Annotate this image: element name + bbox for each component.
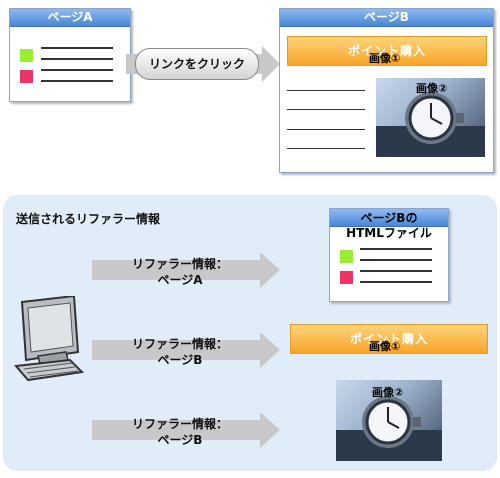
text-line [287, 90, 365, 91]
page-a-title: ページA [10, 9, 130, 27]
text-line [287, 109, 365, 110]
arrow-3-line-1: リファラー情報： [131, 417, 228, 431]
arrow-2-line-1: リファラー情報： [131, 337, 228, 351]
referrer-arrow-3 [92, 412, 280, 448]
page-a-window: ページA [9, 8, 131, 102]
text-line [360, 270, 432, 272]
watch-photo-2 [336, 380, 442, 461]
referrer-arrow-3-label: リファラー情報： ページB [110, 416, 250, 448]
text-line [41, 58, 113, 60]
text-line [360, 281, 432, 283]
html-file-title-1: ページBの [360, 211, 418, 225]
arrow-1-line-2: ページA [157, 273, 203, 287]
image-1-label-2: 画像① [369, 340, 401, 353]
banner-text: ポイント購入 [347, 44, 426, 58]
text-line [287, 129, 365, 130]
text-line [360, 259, 432, 261]
banner-text-2: ポイント購入 [349, 332, 428, 346]
point-purchase-banner: ポイント購入 [287, 36, 487, 66]
referrer-arrow-1-label: リファラー情報： ページA [110, 256, 250, 288]
green-square-icon [20, 49, 33, 62]
panel-title: 送信されるリファラー情報 [16, 212, 161, 226]
text-line [41, 69, 113, 71]
text-line [41, 80, 113, 82]
referrer-arrow-2-label: リファラー情報： ページB [110, 336, 250, 368]
image-1-label: 画像① [369, 52, 401, 65]
html-file-title-2: HTMLファイル [346, 226, 432, 240]
html-file-header [330, 209, 448, 227]
arrow-2-line-2: ページB [157, 353, 203, 367]
image-2-label-2: 画像② [372, 386, 404, 399]
html-file-window [329, 208, 449, 302]
computer-icon [14, 296, 84, 382]
click-link-label: リンクをクリック [135, 48, 259, 80]
referrer-arrow-1 [92, 252, 280, 288]
text-line [287, 148, 365, 149]
pink-square-icon [340, 271, 353, 284]
text-line [41, 47, 113, 49]
image-2-label: 画像② [416, 82, 448, 95]
page-b-title: ページB [280, 9, 493, 27]
point-purchase-banner-2: ポイント購入 [290, 324, 488, 354]
text-line [360, 248, 432, 250]
referrer-arrow-2 [92, 332, 280, 368]
arrow-1-line-1: リファラー情報： [131, 257, 228, 271]
arrow-3-line-2: ページB [157, 433, 203, 447]
green-square-icon [340, 250, 353, 263]
watch-photo [376, 78, 485, 157]
pink-square-icon [20, 70, 33, 83]
